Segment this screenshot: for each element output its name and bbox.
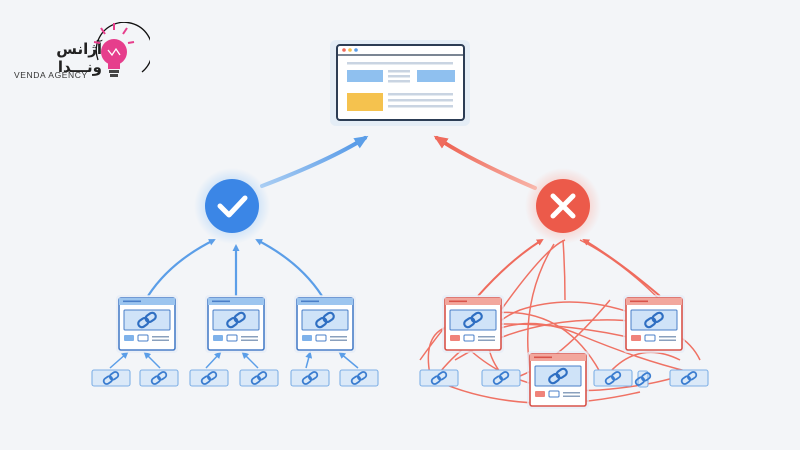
backlink-tile [139, 369, 179, 387]
bad-arrow-1 [477, 238, 544, 297]
link-icon [150, 371, 168, 385]
link-icon [226, 311, 246, 329]
good-arrow-to-target [260, 135, 369, 188]
backlink-tile [669, 369, 709, 387]
backlink-tile [419, 369, 459, 387]
link-icon [301, 371, 319, 385]
good-source-page [205, 295, 267, 353]
brand-name-en: VENDA AGENCY [14, 70, 88, 80]
bad-source-page [527, 351, 589, 409]
backlink-tile [239, 369, 279, 387]
good-arrow-1 [147, 239, 216, 297]
good-link-arrows [109, 351, 359, 369]
link-icon [680, 371, 698, 385]
link-icon [102, 371, 120, 385]
link-icon [250, 371, 268, 385]
check-badge [194, 168, 270, 244]
backlink-tile [189, 369, 229, 387]
link-icon [634, 372, 652, 386]
cross-icon [550, 193, 576, 219]
link-icon [604, 371, 622, 385]
link-icon [492, 371, 510, 385]
good-arrow-3 [255, 239, 323, 297]
link-icon [137, 311, 157, 329]
good-source-page [116, 295, 178, 353]
backlink-tile [593, 369, 633, 387]
check-icon [217, 195, 248, 218]
target-webpage [330, 40, 470, 126]
lightbulb-logo-icon [93, 22, 150, 77]
good-source-page [294, 295, 356, 353]
cross-badge [525, 168, 601, 244]
backlink-tile [634, 370, 652, 388]
bad-arrow-2 [582, 238, 661, 297]
backlink-tile [339, 369, 379, 387]
link-icon [463, 311, 483, 329]
backlink-tile [91, 369, 131, 387]
backlink-tile [290, 369, 330, 387]
link-icon [548, 367, 568, 385]
brand-logo: آژانس ونـــدا VENDA AGENCY [12, 20, 152, 90]
link-icon [315, 311, 335, 329]
bad-source-page [442, 295, 504, 353]
link-icon [350, 371, 368, 385]
link-icon [430, 371, 448, 385]
link-icon [200, 371, 218, 385]
backlink-tile [481, 369, 521, 387]
bad-arrow-to-target [433, 135, 537, 190]
link-icon [644, 311, 664, 329]
brand-name-fa: آژانس ونـــدا [56, 40, 102, 76]
bad-source-page [623, 295, 685, 353]
